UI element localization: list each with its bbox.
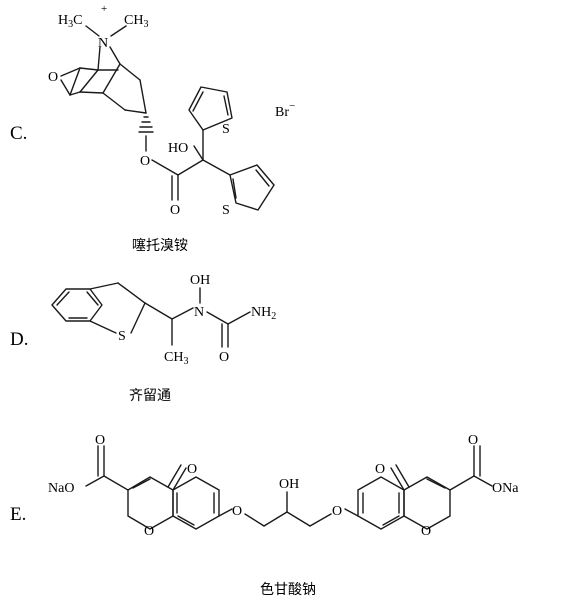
bond xyxy=(263,511,288,527)
bond xyxy=(227,311,251,325)
option-d-caption: 齐留通 xyxy=(129,388,171,404)
bond xyxy=(172,467,187,491)
thiophene-lower-ring xyxy=(229,164,275,211)
bond xyxy=(79,69,99,93)
bond xyxy=(244,513,265,527)
option-d-letter: D. xyxy=(10,329,28,350)
nao-label: NaO xyxy=(48,481,74,496)
bond xyxy=(85,25,100,37)
benzothiophene-s-atom: S xyxy=(118,329,126,344)
bond xyxy=(151,159,179,176)
bond xyxy=(130,302,146,334)
bond xyxy=(124,109,147,114)
bond xyxy=(218,508,233,517)
bond xyxy=(202,159,231,176)
left-ring-o-atom: O xyxy=(144,524,154,539)
left-carboxyl-o-atom: O xyxy=(95,433,105,448)
methyl-right-label: CH3 xyxy=(124,13,148,30)
bond xyxy=(144,302,173,320)
bond xyxy=(89,320,117,334)
option-c-letter: C. xyxy=(10,123,27,144)
right-benzene-ring xyxy=(357,476,405,530)
nh2-label: NH2 xyxy=(251,305,276,322)
n-plus-charge: + xyxy=(101,3,107,15)
oh-label: OH xyxy=(190,273,210,288)
bond xyxy=(193,145,204,161)
bond xyxy=(426,478,446,489)
bond xyxy=(102,63,121,94)
option-e-caption: 色甘酸钠 xyxy=(260,581,316,598)
benzene-ring-d xyxy=(51,288,103,322)
ho-label: HO xyxy=(168,141,188,156)
bond xyxy=(177,515,195,526)
option-c-caption: 噻托溴铵 xyxy=(132,237,188,254)
bond xyxy=(473,475,493,487)
bond xyxy=(390,467,405,491)
right-ketone-o-atom: O xyxy=(375,462,385,477)
bond xyxy=(102,92,126,111)
bond xyxy=(89,282,119,290)
right-ring-o-atom: O xyxy=(421,524,431,539)
bond xyxy=(255,169,270,187)
option-e-letter: E. xyxy=(10,504,26,525)
bond xyxy=(79,91,104,94)
n-atom: N xyxy=(98,36,108,51)
left-ether-o-atom: O xyxy=(232,504,242,519)
methyl-left-label: H3C xyxy=(58,13,82,30)
bond xyxy=(117,282,146,304)
thiophene-lower-s-atom: S xyxy=(222,203,230,218)
right-pyrone-ring xyxy=(403,476,451,530)
bond xyxy=(119,63,141,81)
bond xyxy=(382,515,400,526)
bond xyxy=(69,91,81,96)
bond xyxy=(103,475,129,491)
bond xyxy=(79,67,99,71)
option-e: E. O O O NaO O OH O xyxy=(10,433,519,598)
thiophene-upper-s-atom: S xyxy=(222,122,230,137)
epoxide-o-atom: O xyxy=(48,70,58,85)
hashed-bond xyxy=(138,116,154,133)
bond xyxy=(177,159,204,176)
bond xyxy=(395,464,410,488)
bond xyxy=(97,46,101,71)
carbonyl-o-atom: O xyxy=(170,203,180,218)
bond xyxy=(85,475,105,487)
bond xyxy=(60,79,71,96)
bond xyxy=(286,511,311,527)
bond xyxy=(344,508,359,517)
ona-label: ONa xyxy=(492,481,519,496)
ch3-label: CH3 xyxy=(164,350,188,367)
ester-o-atom: O xyxy=(140,154,150,169)
bond xyxy=(109,46,121,65)
urea-o-atom: O xyxy=(219,350,229,365)
bond xyxy=(139,79,147,114)
bond xyxy=(167,464,182,488)
left-benzene-ring xyxy=(172,476,220,530)
bond xyxy=(132,478,151,489)
bond xyxy=(60,67,81,77)
bond xyxy=(192,91,204,112)
bromide-label: Br− xyxy=(275,100,295,120)
bond xyxy=(171,307,194,320)
bond xyxy=(56,291,70,306)
bond xyxy=(232,178,237,199)
bond xyxy=(86,291,99,306)
bond xyxy=(206,311,229,325)
right-ether-o-atom: O xyxy=(332,504,342,519)
n-hydroxy-n-atom: N xyxy=(194,305,204,320)
bond xyxy=(69,67,81,96)
option-d: D. S CH3 N OH O NH2 齐留通 xyxy=(10,273,276,404)
bond xyxy=(449,475,475,491)
right-carboxyl-o-atom: O xyxy=(468,433,478,448)
bond xyxy=(110,25,127,37)
thiophene-upper-ring xyxy=(188,86,233,131)
left-ketone-o-atom: O xyxy=(187,462,197,477)
left-pyrone-ring xyxy=(127,476,174,530)
bond xyxy=(309,513,332,527)
option-c: C. H3C CH3 + N O O xyxy=(10,3,295,254)
linker-oh-label: OH xyxy=(279,477,299,492)
bond xyxy=(223,95,229,116)
